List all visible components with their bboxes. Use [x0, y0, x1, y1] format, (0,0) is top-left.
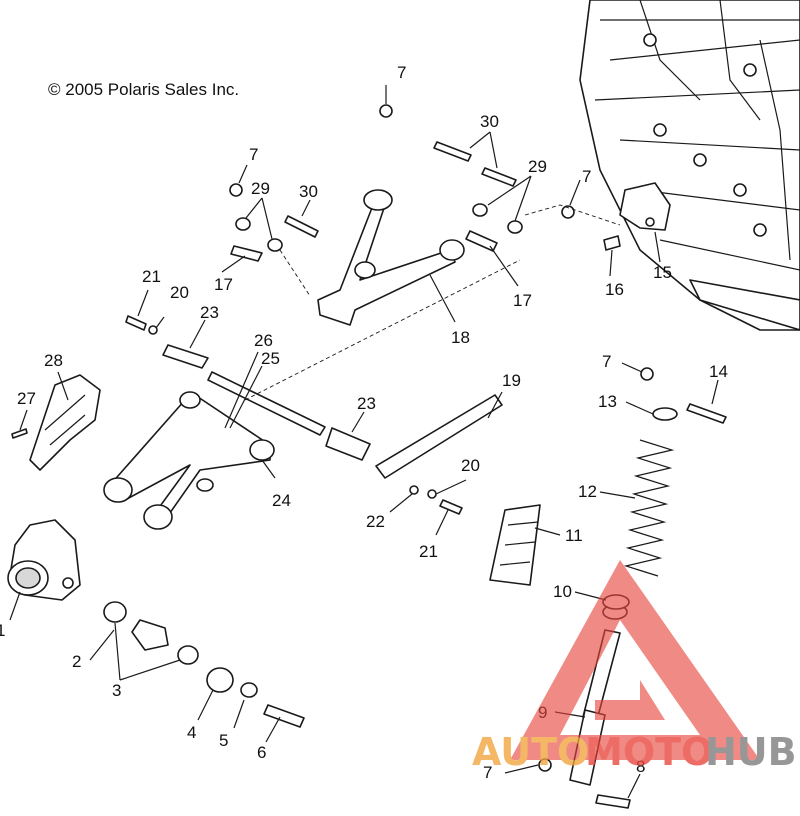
callout-18: 18 [451, 328, 470, 347]
callout-23: 23 [357, 394, 376, 413]
coil-spring [623, 439, 675, 577]
callout-7: 7 [602, 352, 611, 371]
watermark-text-hub: HUB [705, 730, 797, 774]
upper-a-arm [317, 189, 465, 326]
stabilizer-link [375, 394, 503, 479]
callout-13: 13 [598, 392, 617, 411]
callout-30: 30 [480, 112, 499, 131]
callout-26: 26 [254, 331, 273, 350]
callout-20: 20 [170, 283, 189, 302]
watermark-text-auto: AUTO [472, 730, 589, 774]
callout-16: 16 [605, 280, 624, 299]
callout-29: 29 [528, 157, 547, 176]
callout-2: 2 [72, 652, 81, 671]
copyright-notice: © 2005 Polaris Sales Inc. [48, 80, 240, 99]
callout-28: 28 [44, 351, 63, 370]
vehicle-frame [579, 0, 800, 331]
callout-6: 6 [257, 743, 266, 762]
callout-21: 21 [142, 267, 161, 286]
callout-21: 21 [419, 542, 438, 561]
callout-22: 22 [366, 512, 385, 531]
callout-23: 23 [200, 303, 219, 322]
callout-17: 17 [513, 291, 532, 310]
callout-7: 7 [582, 167, 591, 186]
callout-24: 24 [272, 491, 291, 510]
callout-7: 7 [483, 763, 492, 782]
callout-5: 5 [219, 731, 228, 750]
watermark-logo: AUTO MOTO HUB [472, 560, 797, 774]
callout-30: 30 [299, 182, 318, 201]
fasteners [11, 104, 727, 809]
callout-4: 4 [187, 723, 196, 742]
callout-15: 15 [653, 263, 672, 282]
callout-27: 27 [17, 389, 36, 408]
callout-8: 8 [636, 757, 645, 776]
bearing-carrier [7, 519, 81, 601]
callout-11: 11 [565, 526, 583, 545]
callout-7: 7 [249, 145, 258, 164]
callout-labels: 1 2 3 4 5 6 7 7 7 7 7 8 9 10 11 12 13 14… [0, 63, 728, 782]
callout-17: 17 [214, 275, 233, 294]
callout-7: 7 [397, 63, 406, 82]
callout-20: 20 [461, 456, 480, 475]
watermark-text-moto: MOTO [585, 730, 713, 774]
watermark-triangle-icon [510, 560, 760, 760]
shock-boot [489, 504, 541, 586]
callout-3: 3 [112, 681, 121, 700]
callout-19: 19 [502, 371, 521, 390]
callout-10: 10 [553, 582, 572, 601]
callout-14: 14 [709, 362, 728, 381]
callout-25: 25 [261, 349, 280, 368]
callout-leaders [9, 85, 719, 799]
assembly-lines [244, 204, 621, 401]
callout-29: 29 [251, 179, 270, 198]
callout-1: 1 [0, 621, 5, 640]
a-arm-guard [29, 374, 101, 471]
lower-a-arm [103, 391, 275, 530]
frame-bracket [619, 182, 671, 231]
callout-12: 12 [578, 482, 597, 501]
